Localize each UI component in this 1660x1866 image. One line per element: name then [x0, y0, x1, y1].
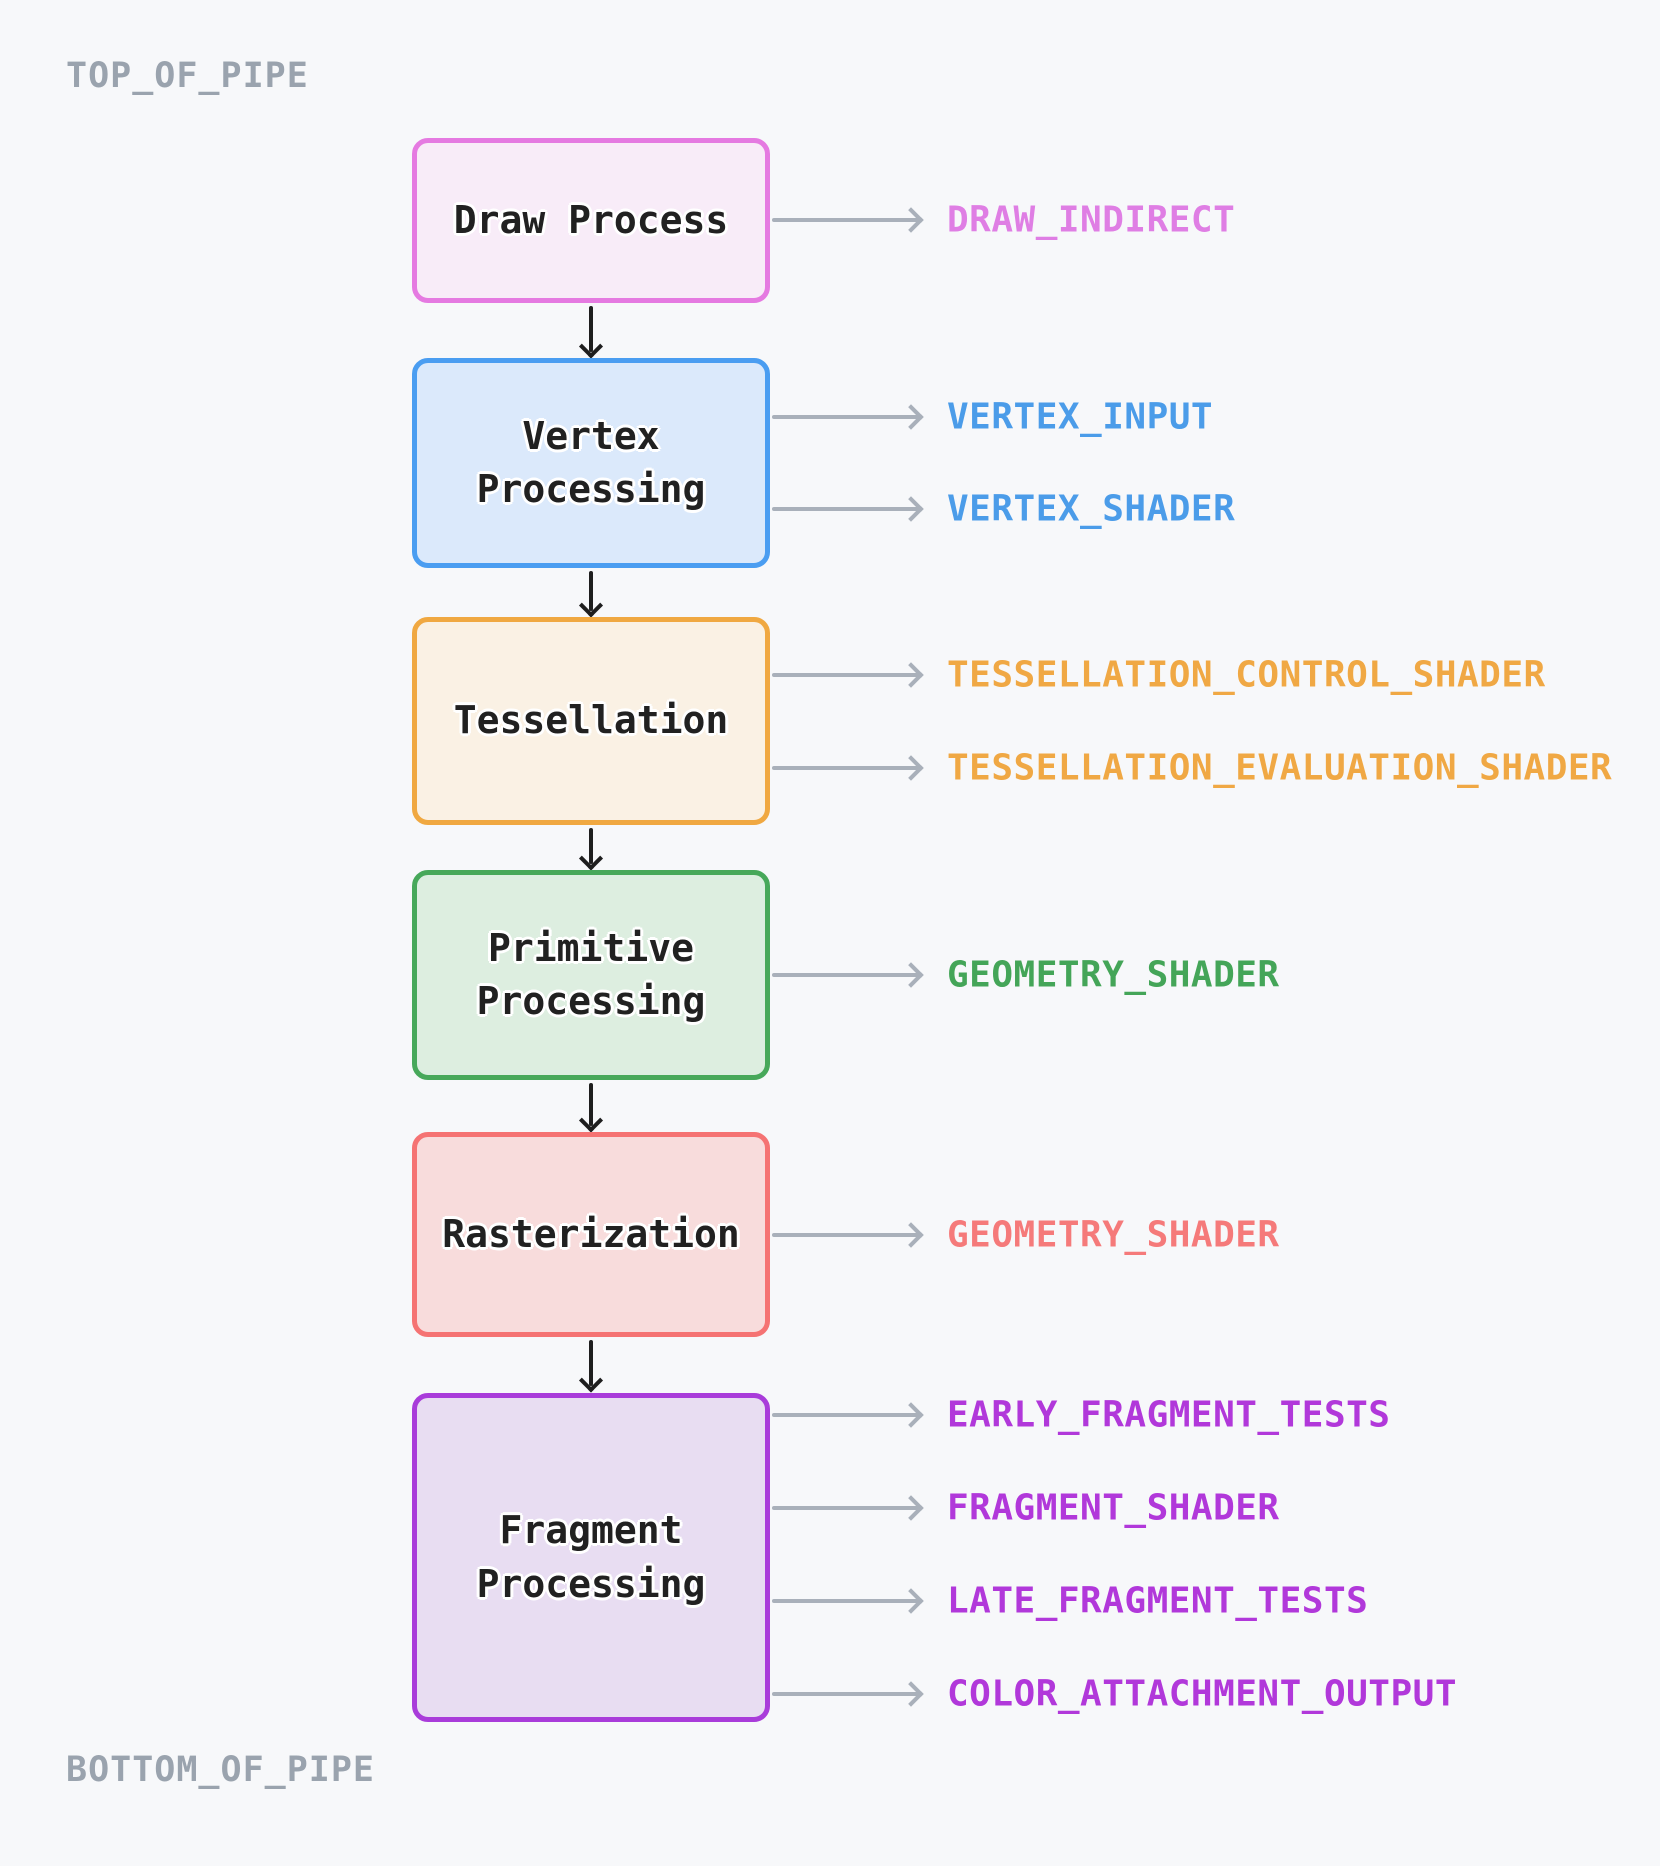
right-arrow-early-fragment-tests: [772, 1413, 920, 1417]
right-arrow-vertex-input: [772, 415, 920, 419]
stage-title-primitive-processing: Primitive Processing: [476, 925, 706, 1023]
output-label-vertex-shader: VERTEX_SHADER: [947, 488, 1236, 530]
stage-box-draw-process: Draw Process: [412, 138, 770, 303]
output-label-tessellation-evaluation-shader: TESSELLATION_EVALUATION_SHADER: [947, 747, 1613, 789]
right-arrow-tessellation-control: [772, 673, 920, 677]
output-label-vertex-input: VERTEX_INPUT: [947, 396, 1214, 438]
right-arrow-geometry-shader-red: [772, 1233, 920, 1237]
output-label-geometry-shader-red: GEOMETRY_SHADER: [947, 1214, 1280, 1256]
stage-box-primitive-processing: Primitive Processing: [412, 870, 770, 1080]
right-arrow-fragment-shader: [772, 1506, 920, 1510]
stage-title-tessellation: Tessellation: [453, 698, 729, 743]
stage-title-draw-process: Draw Process: [453, 197, 729, 242]
right-arrow-draw-indirect: [772, 218, 920, 222]
output-label-draw-indirect: DRAW_INDIRECT: [947, 199, 1236, 241]
output-label-geometry-shader-green: GEOMETRY_SHADER: [947, 954, 1280, 996]
top-of-pipe-label: TOP_OF_PIPE: [66, 56, 309, 96]
down-arrow-2: [589, 571, 593, 611]
bottom-of-pipe-label: BOTTOM_OF_PIPE: [66, 1750, 376, 1790]
stage-box-vertex-processing: Vertex Processing: [412, 358, 770, 568]
right-arrow-color-attachment-output: [772, 1692, 920, 1696]
output-label-fragment-shader: FRAGMENT_SHADER: [947, 1487, 1280, 1529]
output-label-color-attachment-output: COLOR_ATTACHMENT_OUTPUT: [947, 1673, 1457, 1715]
stage-title-rasterization: Rasterization: [442, 1211, 740, 1256]
right-arrow-geometry-shader-green: [772, 973, 920, 977]
down-arrow-1: [589, 306, 593, 352]
down-arrow-4: [589, 1083, 593, 1126]
stage-title-fragment-processing: Fragment Processing: [476, 1508, 706, 1606]
stage-box-fragment-processing: Fragment Processing: [412, 1393, 770, 1722]
right-arrow-late-fragment-tests: [772, 1599, 920, 1603]
stage-box-rasterization: Rasterization: [412, 1132, 770, 1337]
down-arrow-3: [589, 828, 593, 864]
stage-box-tessellation: Tessellation: [412, 617, 770, 825]
output-label-late-fragment-tests: LATE_FRAGMENT_TESTS: [947, 1580, 1369, 1622]
stage-title-vertex-processing: Vertex Processing: [476, 413, 706, 511]
output-label-early-fragment-tests: EARLY_FRAGMENT_TESTS: [947, 1394, 1391, 1436]
down-arrow-5: [589, 1340, 593, 1386]
right-arrow-vertex-shader: [772, 507, 920, 511]
right-arrow-tessellation-evaluation: [772, 766, 920, 770]
output-label-tessellation-control-shader: TESSELLATION_CONTROL_SHADER: [947, 654, 1546, 696]
